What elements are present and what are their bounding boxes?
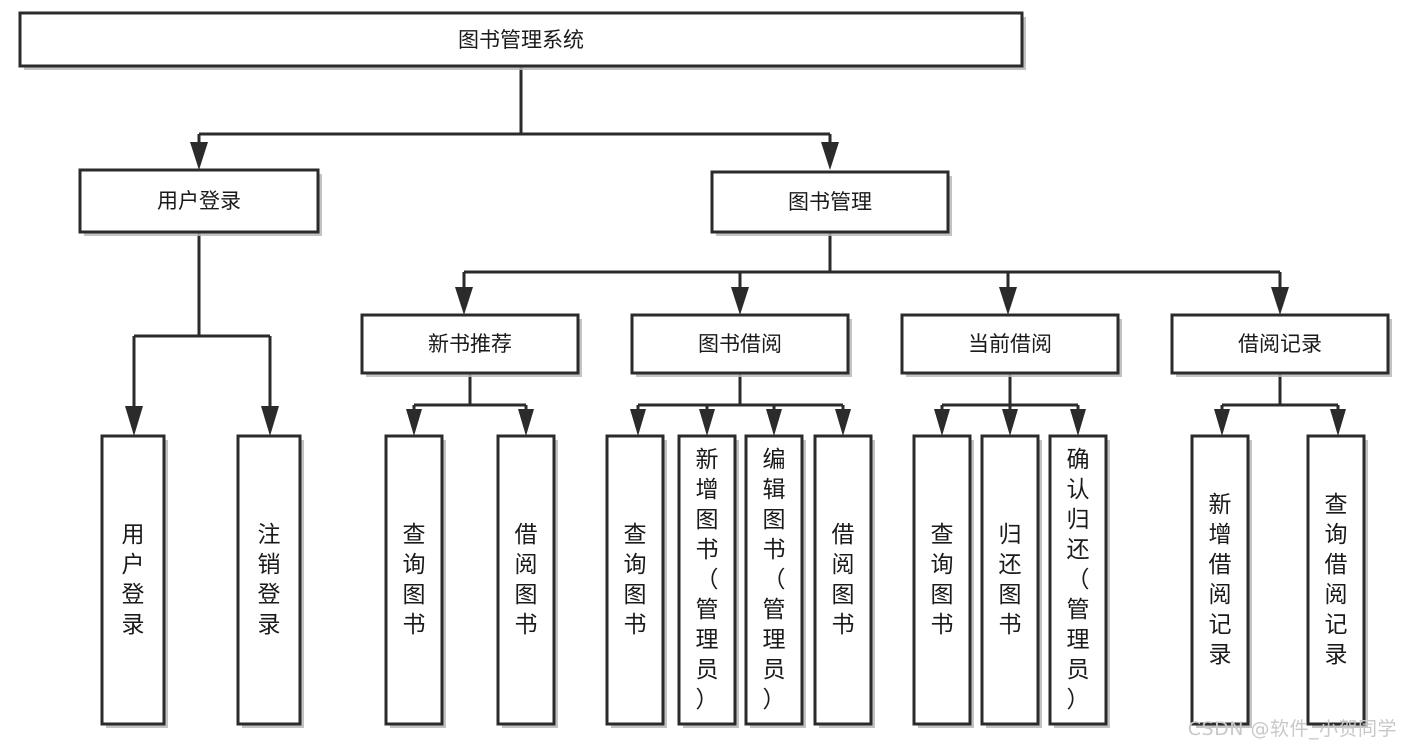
leaf-query-book-2-label: 查询图书	[624, 522, 647, 638]
arrowhead-leaf-add-record	[1214, 409, 1230, 436]
arrowhead-leaf-return-book	[1002, 409, 1018, 436]
node-leaf-query-book-2[interactable]: 查询图书	[605, 434, 667, 728]
arrowhead-borrow-record	[1271, 287, 1289, 315]
arrowhead-leaf-query-book-1	[406, 409, 422, 436]
node-leaf-add-book[interactable]: 新增图书（管理员）	[677, 434, 739, 728]
leaf-add-record-label: 新增借阅记录	[1209, 492, 1232, 668]
node-book-management[interactable]: 图书管理	[710, 170, 952, 236]
arrowhead-leaf-edit-book	[766, 409, 782, 436]
leaf-add-book-box	[677, 434, 737, 726]
node-book-borrow[interactable]: 图书借阅	[630, 313, 852, 377]
borrow-record-label: 借阅记录	[1238, 332, 1322, 356]
node-leaf-return-book[interactable]: 归还图书	[980, 434, 1042, 728]
new-book-box	[360, 313, 580, 375]
arrowhead-current-borrow	[999, 287, 1017, 315]
leaf-query-book-1-box	[384, 434, 444, 726]
user-login-box	[78, 168, 320, 234]
csdn-watermark: CSDN @软件_小贺同学	[1187, 718, 1397, 740]
node-leaf-confirm-return[interactable]: 确认归还（管理员）	[1048, 434, 1110, 728]
node-new-book-recommend[interactable]: 新书推荐	[360, 313, 582, 377]
leaf-query-book-3-box	[912, 434, 972, 726]
node-user-login[interactable]: 用户登录	[78, 168, 322, 236]
arrowhead-leaf-user-login	[125, 406, 143, 436]
root-box	[18, 11, 1024, 68]
leaf-add-record-box	[1190, 434, 1250, 726]
node-leaf-edit-book[interactable]: 编辑图书（管理员）	[744, 434, 806, 728]
arrowhead-user-login	[190, 142, 208, 170]
node-root-system[interactable]: 图书管理系统	[18, 11, 1026, 70]
leaf-user-logout-label: 注销登录	[258, 522, 281, 638]
leaf-layer: 用户登录 注销登录 查询图书 借阅图书 查询	[100, 434, 1368, 728]
arrowhead-leaf-borrow-book-1	[518, 409, 534, 436]
book-borrow-box	[630, 313, 850, 375]
node-leaf-add-record[interactable]: 新增借阅记录	[1190, 434, 1252, 728]
leaf-query-record-label: 查询借阅记录	[1325, 492, 1348, 668]
user-login-label: 用户登录	[157, 189, 241, 213]
leaf-confirm-return-box	[1048, 434, 1108, 726]
leaf-user-logout-box	[236, 434, 302, 726]
leaf-user-login-label: 用户登录	[122, 522, 145, 638]
leaf-query-book-2-box	[605, 434, 665, 726]
book-borrow-label: 图书借阅	[698, 332, 782, 356]
leaf-borrow-book-2-box	[813, 434, 873, 726]
book-management-box	[710, 170, 950, 234]
arrowhead-book-management	[821, 142, 839, 170]
leaf-add-book-label: 新增图书（管理员）	[696, 447, 719, 713]
node-leaf-query-book-3[interactable]: 查询图书	[912, 434, 974, 728]
node-leaf-query-record[interactable]: 查询借阅记录	[1306, 434, 1368, 728]
node-leaf-borrow-book-2[interactable]: 借阅图书	[813, 434, 875, 728]
arrowhead-leaf-user-logout	[261, 406, 279, 436]
arrowhead-book-borrow	[731, 287, 749, 315]
arrowhead-leaf-confirm-return	[1070, 409, 1086, 436]
leaf-query-book-3-label: 查询图书	[931, 522, 954, 638]
arrowhead-leaf-query-book-2	[630, 409, 646, 436]
leaf-return-book-box	[980, 434, 1040, 726]
borrow-record-box	[1170, 313, 1390, 375]
arrowhead-leaf-add-book	[699, 409, 715, 436]
leaf-borrow-book-1-box	[496, 434, 556, 726]
leaf-query-record-box	[1306, 434, 1366, 726]
leaf-user-login-box	[100, 434, 166, 726]
node-current-borrow[interactable]: 当前借阅	[900, 313, 1122, 377]
leaf-query-book-1-label: 查询图书	[403, 522, 426, 638]
node-leaf-user-login[interactable]: 用户登录	[100, 434, 168, 728]
root-label: 图书管理系统	[458, 28, 584, 52]
node-leaf-user-logout[interactable]: 注销登录	[236, 434, 304, 728]
arrowhead-leaf-query-book-3	[934, 409, 950, 436]
arrowhead-new-book-recommend	[455, 287, 473, 315]
node-leaf-query-book-1[interactable]: 查询图书	[384, 434, 446, 728]
leaf-edit-book-box	[744, 434, 804, 726]
book-management-label: 图书管理	[788, 190, 872, 214]
leaf-borrow-book-2-label: 借阅图书	[832, 522, 855, 638]
arrowhead-leaf-query-record	[1330, 409, 1346, 436]
leaf-confirm-return-label: 确认归还（管理员）	[1067, 447, 1090, 713]
current-borrow-box	[900, 313, 1120, 375]
new-book-recommend-label: 新书推荐	[428, 332, 512, 356]
node-leaf-borrow-book-1[interactable]: 借阅图书	[496, 434, 558, 728]
connector-layer	[125, 66, 1346, 436]
current-borrow-label: 当前借阅	[968, 332, 1052, 356]
leaf-borrow-book-1-label: 借阅图书	[515, 522, 538, 638]
node-borrow-record[interactable]: 借阅记录	[1170, 313, 1392, 377]
leaf-return-book-label: 归还图书	[999, 522, 1022, 638]
leaf-edit-book-label: 编辑图书（管理员）	[763, 447, 786, 713]
arrowhead-leaf-borrow-book-2	[835, 409, 851, 436]
